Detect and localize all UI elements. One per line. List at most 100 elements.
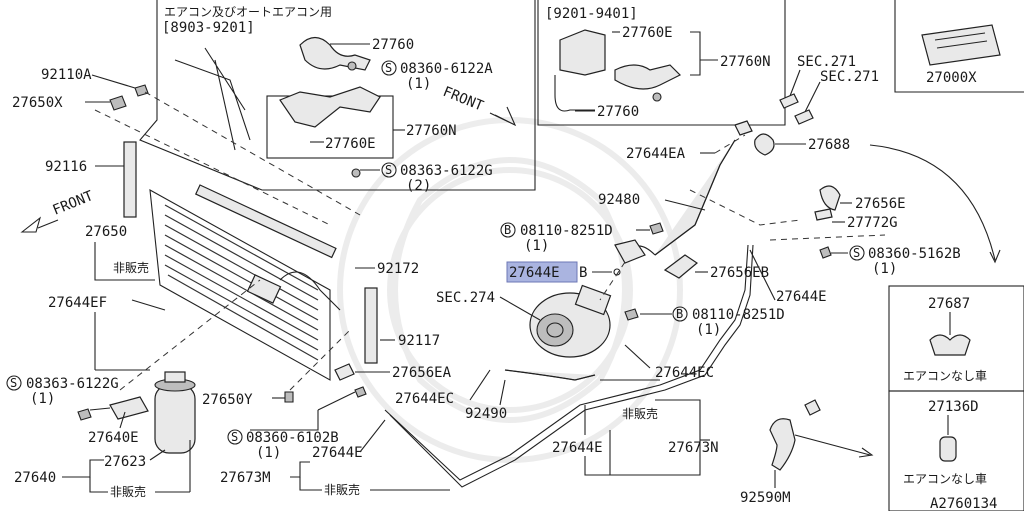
receiver-drier: [109, 371, 196, 454]
label-08360-5162b: 08360-5162B: [868, 246, 961, 262]
no-ac-car-27687: エアコンなし車: [903, 369, 987, 383]
label-27673n: 27673N: [668, 440, 719, 456]
label-27640e: 27640E: [88, 430, 139, 446]
qty-08110-8251d-b: (1): [696, 322, 721, 338]
label-27644e-a: 27644E: [312, 445, 363, 461]
label-27760n-inset-mid: 27760N: [720, 54, 771, 70]
seal-92116: [123, 141, 137, 218]
seal-92172: [194, 184, 337, 259]
label-27673m: 27673M: [220, 470, 271, 486]
label-27772g: 27772G: [847, 215, 898, 231]
label-92480: 92480: [598, 192, 640, 208]
label-27644eb-highlighted: 27644E: [509, 265, 560, 281]
inset-mid-parts: [554, 29, 682, 112]
inset-left-title: エアコン及びオートエアコン用: [164, 5, 332, 19]
label-sec271-b: SEC.271: [820, 69, 879, 85]
front-arrow-left: [20, 216, 59, 233]
b-symbol: B: [504, 223, 511, 237]
label-27644ea: 27644EA: [626, 146, 686, 162]
s-symbol: S: [385, 163, 392, 177]
grommet-92590m: [769, 399, 821, 471]
bracket-27656eb: [663, 254, 699, 279]
label-92172: 92172: [377, 261, 419, 277]
nut-27650x: [109, 95, 127, 111]
inset-left-period: [8903-9201]: [162, 20, 255, 36]
no-ac-car-27136d: エアコンなし車: [903, 472, 987, 486]
label-08110-8251d-a: 08110-8251D: [520, 223, 613, 239]
label-27656eb: 27656EB: [710, 265, 769, 281]
clip-27656ea: [334, 363, 355, 381]
not-for-sale-27673m: 非販売: [324, 482, 360, 497]
label-27687: 27687: [928, 296, 970, 312]
label-08110-8251d-b: 08110-8251D: [692, 307, 785, 323]
inset-mid-period: [9201-9401]: [545, 6, 638, 22]
not-for-sale-27640: 非販売: [110, 484, 146, 499]
label-27650y: 27650Y: [202, 392, 253, 408]
bolt-92110a: [134, 84, 149, 97]
qty-08360-6122a: (1): [406, 76, 431, 92]
label-08360-6102b: 08360-6102B: [246, 430, 339, 446]
front-label-left: FRONT: [51, 188, 97, 219]
s-symbol: S: [231, 430, 238, 444]
condenser: [149, 189, 341, 381]
label-27644eb-suffix: B: [579, 265, 587, 281]
label-27760n-inset-left: 27760N: [406, 123, 457, 139]
label-27760e-inset-mid: 27760E: [622, 25, 673, 41]
label-sec271-a: SEC.271: [797, 54, 856, 70]
not-for-sale-27650: 非販売: [113, 260, 149, 275]
label-plate-box: [894, 0, 1024, 93]
inset-left-harness: [174, 36, 381, 178]
inset-left-frame: [139, 0, 536, 191]
not-for-sale-27644e: 非販売: [622, 406, 658, 421]
label-27644ec-b: 27644EC: [655, 365, 714, 381]
s-symbol: S: [853, 246, 860, 260]
label-27623: 27623: [104, 454, 146, 470]
s-symbol: S: [10, 376, 17, 390]
qty-08110-8251d-a: (1): [524, 238, 549, 254]
qty-08360-5162b: (1): [872, 261, 897, 277]
label-92110a: 92110A: [41, 67, 92, 83]
oring-27644ea: [734, 120, 753, 136]
inset-mid-frame: [537, 0, 786, 126]
compressor: [529, 284, 612, 358]
s-symbol: S: [385, 61, 392, 75]
label-sec274: SEC.274: [436, 290, 495, 306]
front-label-mid: FRONT: [441, 84, 487, 115]
label-27760-inset-mid: 27760: [597, 104, 639, 120]
label-27644ec-a: 27644EC: [395, 391, 454, 407]
label-27650: 27650: [85, 224, 127, 240]
label-08360-6122a: 08360-6122A: [400, 61, 493, 77]
figure-code: A2760134: [930, 496, 997, 511]
label-27760-inset-left: 27760: [372, 37, 414, 53]
switch-27688: [754, 133, 775, 156]
label-27760e-inset-left: 27760E: [325, 136, 376, 152]
highlight-27644eb: [506, 261, 578, 283]
no-ac-boxes: [888, 285, 1024, 511]
label-08363-6122g-inset: 08363-6122G: [400, 163, 493, 179]
label-27000x: 27000X: [926, 70, 977, 86]
qty-08363-6122g: (1): [30, 391, 55, 407]
label-27644ef: 27644EF: [48, 295, 107, 311]
front-arrow-mid: [489, 106, 517, 127]
label-92117: 92117: [398, 333, 440, 349]
clamp-27656e: [819, 185, 841, 211]
label-27136d: 27136D: [928, 399, 979, 415]
label-92116: 92116: [45, 159, 87, 175]
label-08363-6122g: 08363-6122G: [26, 376, 119, 392]
qty-08363-6122g-inset: (2): [406, 178, 431, 194]
label-27656e: 27656E: [855, 196, 906, 212]
seal-92117: [364, 287, 378, 364]
qty-08360-6102b: (1): [256, 445, 281, 461]
label-92490: 92490: [465, 406, 507, 422]
label-27688: 27688: [808, 137, 850, 153]
label-92590m: 92590M: [740, 490, 791, 506]
label-27640: 27640: [14, 470, 56, 486]
b-symbol: B: [676, 307, 683, 321]
part-27687-icon: [929, 334, 971, 356]
pipes: [384, 139, 754, 488]
label-27644e-c: 27644E: [552, 440, 603, 456]
part-27136d-icon: [939, 436, 957, 462]
label-27650x: 27650X: [12, 95, 63, 111]
label-27656ea: 27656EA: [392, 365, 452, 381]
